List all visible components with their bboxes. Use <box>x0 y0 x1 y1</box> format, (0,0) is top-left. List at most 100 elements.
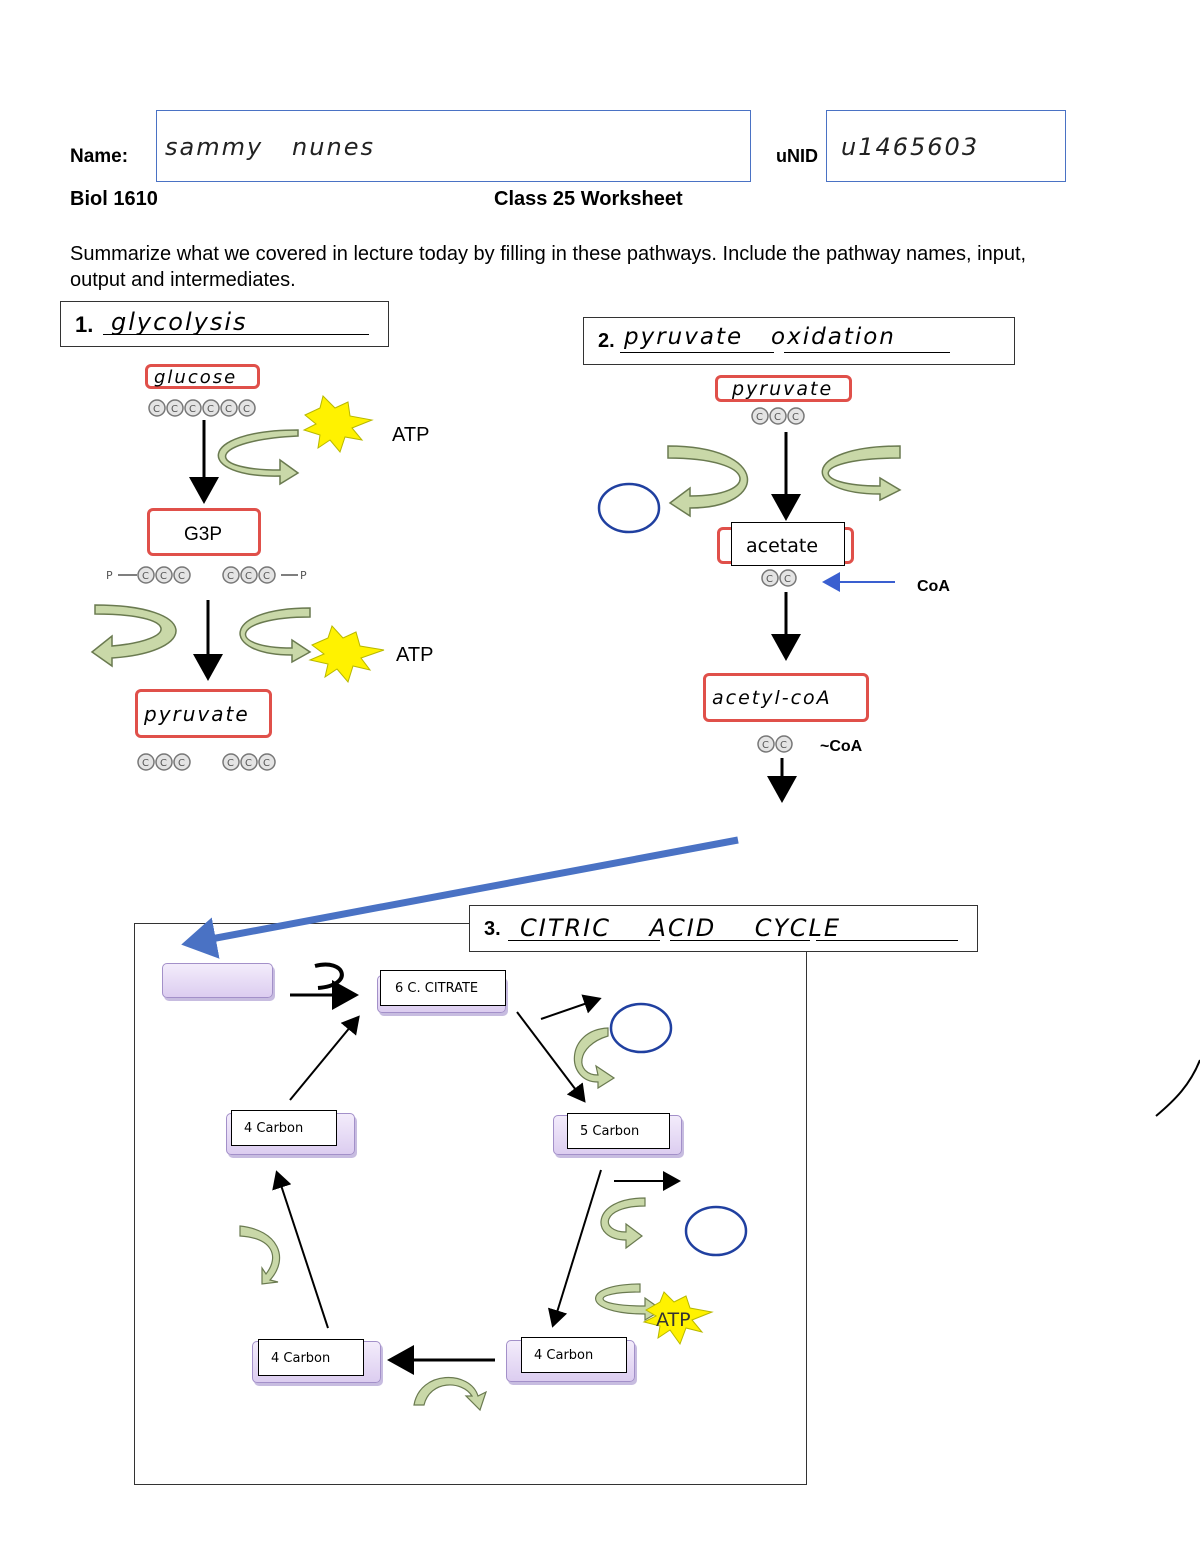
coa-attached-label: ~CoA <box>820 738 863 755</box>
four-carbon-left-box[interactable]: 4 Carbon <box>231 1110 337 1146</box>
carbon-atom-label: C <box>227 758 234 769</box>
pyruvate-oxidation-title-box[interactable]: 2. pyruvate oxidation <box>583 317 1015 365</box>
carbon-atom <box>155 566 173 584</box>
carbon-atom <box>761 569 779 587</box>
carbon-atom-label: C <box>766 574 773 585</box>
glucose-box[interactable]: glucose <box>145 364 260 389</box>
stray-stroke <box>1155 1059 1200 1117</box>
carbon-atom-label: C <box>189 404 196 415</box>
pyruvate-box-2[interactable]: pyruvate <box>715 375 852 402</box>
four-carbon-left-label: 4 Carbon <box>244 1121 304 1136</box>
four-carbon-right-box[interactable]: 4 Carbon <box>521 1337 627 1373</box>
four-carbon-bottom-box[interactable]: 4 Carbon <box>258 1339 364 1376</box>
carbon-atom-label: C <box>142 571 149 582</box>
section2-title: pyruvate oxidation <box>624 324 896 350</box>
atp-burst-icon <box>308 625 385 684</box>
citric-cycle-title-box[interactable]: 3. CITRIC ACID CYCLE <box>469 905 978 952</box>
unid-field[interactable]: u1465603 <box>826 110 1066 182</box>
curved-arrow-icon <box>239 607 312 664</box>
carbon-atom-label: C <box>160 758 167 769</box>
atp-burst-icon <box>302 395 374 454</box>
name-field[interactable]: sammy nunes <box>156 110 751 182</box>
carbon-atom-label: C <box>263 571 270 582</box>
worksheet-title: Class 25 Worksheet <box>494 188 683 210</box>
blank-circle[interactable] <box>597 482 661 534</box>
phosphate-right: P <box>300 569 307 582</box>
glucose-label: glucose <box>154 367 238 388</box>
four-carbon-bottom-label: 4 Carbon <box>271 1351 331 1366</box>
carbon-atom <box>166 399 184 417</box>
pyruvate-box-1[interactable]: pyruvate <box>135 689 272 738</box>
carbon-atom <box>155 753 173 771</box>
coa-label: CoA <box>917 578 950 595</box>
section1-number: 1. <box>75 312 94 337</box>
atp-label-2: ATP <box>396 644 434 666</box>
cycle-input-blank-box[interactable] <box>162 963 273 998</box>
carbon-atom <box>173 566 191 584</box>
carbon-atom <box>137 753 155 771</box>
curved-arrow-icon <box>90 604 177 668</box>
carbon-atom-label: C <box>792 412 799 423</box>
five-carbon-box[interactable]: 5 Carbon <box>567 1113 670 1149</box>
atp-label-1: ATP <box>392 424 430 446</box>
carbon-atom-label: C <box>178 571 185 582</box>
carbon-atom <box>769 407 787 425</box>
citrate-box[interactable]: 6 C. CITRATE <box>380 970 506 1006</box>
acetate-label: acetate <box>746 535 819 557</box>
carbon-atom <box>775 735 793 753</box>
carbon-atom <box>779 569 797 587</box>
four-carbon-right-label: 4 Carbon <box>534 1348 594 1363</box>
carbon-atom-label: C <box>153 404 160 415</box>
carbon-atom <box>202 399 220 417</box>
carbon-atom-label: C <box>243 404 250 415</box>
phosphate-left: P <box>106 569 113 582</box>
curved-arrow-icon <box>217 429 300 486</box>
acetyl-coa-box[interactable]: acetyl-coA <box>703 673 869 722</box>
carbon-atom <box>240 566 258 584</box>
glycolysis-title-box[interactable]: 1. glycolysis <box>60 301 389 347</box>
carbon-atom <box>757 735 775 753</box>
unid-value: u1465603 <box>841 133 980 161</box>
carbon-atom <box>258 753 276 771</box>
g3p-label: G3P <box>184 524 223 545</box>
section1-title: glycolysis <box>111 308 248 336</box>
curved-arrow-icon <box>821 445 902 502</box>
carbon-atom <box>240 753 258 771</box>
course-label: Biol 1610 <box>70 188 158 210</box>
name-label: Name: <box>70 146 129 167</box>
citrate-label: 6 C. CITRATE <box>395 981 479 996</box>
instructions: Summarize what we covered in lecture tod… <box>70 243 1027 291</box>
carbon-atom-label: C <box>784 574 791 585</box>
carbon-atom <box>222 753 240 771</box>
carbon-atom-label: C <box>762 740 769 751</box>
carbon-atom-label: C <box>178 758 185 769</box>
carbon-atom <box>173 753 191 771</box>
name-value: sammy nunes <box>165 133 375 161</box>
carbon-atom-label: C <box>142 758 149 769</box>
acetate-box[interactable]: acetate <box>731 522 845 566</box>
section3-title: CITRIC ACID CYCLE <box>520 914 842 942</box>
carbon-atom-label: C <box>756 412 763 423</box>
carbon-atom <box>137 566 155 584</box>
pyruvate-label-1: pyruvate <box>144 702 250 726</box>
curved-arrow-icon <box>667 445 748 518</box>
acetyl-coa-label: acetyl-coA <box>712 687 832 709</box>
pyruvate-label-2: pyruvate <box>732 378 834 400</box>
section3-number: 3. <box>484 918 501 940</box>
g3p-box[interactable]: G3P <box>147 508 261 556</box>
carbon-atom-label: C <box>780 740 787 751</box>
carbon-atom-label: C <box>774 412 781 423</box>
carbon-atom <box>238 399 256 417</box>
five-carbon-label: 5 Carbon <box>580 1124 640 1139</box>
section2-number: 2. <box>598 330 615 352</box>
carbon-atom <box>222 566 240 584</box>
carbon-atom-label: C <box>245 571 252 582</box>
unid-label: uNID <box>776 146 818 166</box>
